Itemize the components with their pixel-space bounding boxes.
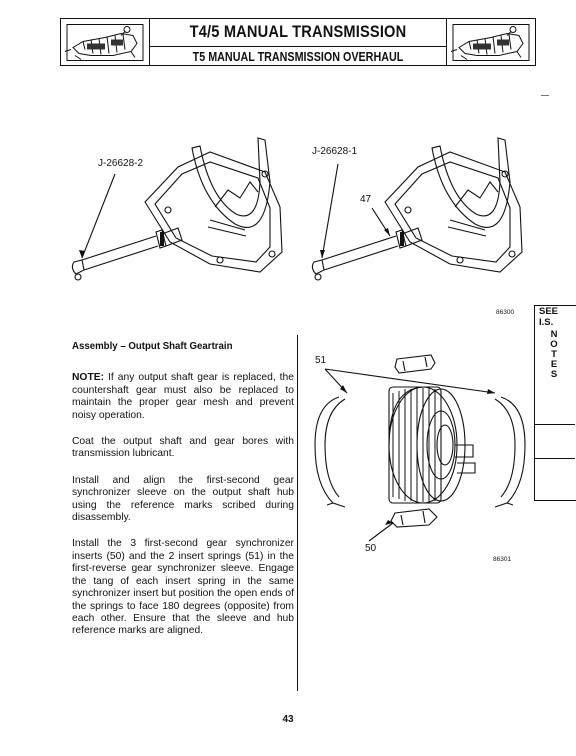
figure-id-bottom: 86301	[493, 556, 512, 563]
note-text: If any output shaft gear is replaced, th…	[72, 372, 294, 421]
page-title: T4/5 MANUAL TRANSMISSION	[189, 22, 407, 41]
figure-synchronizer-assembly: 51 50 86301	[305, 345, 533, 570]
header-box: T4/5 MANUAL TRANSMISSION T5 MANUAL TRANS…	[60, 18, 536, 66]
tab-divider	[535, 424, 575, 425]
tab-see-label: SEE	[539, 306, 559, 317]
paragraph-coat: Coat the output shaft and gear bores wit…	[72, 436, 294, 460]
figure-bottom-drawing	[314, 354, 526, 542]
label-part-51: 51	[315, 355, 327, 366]
label-part-50: 50	[365, 543, 377, 554]
label-part-47: 47	[360, 194, 372, 205]
transmission-illustration-icon	[61, 19, 150, 65]
see-is-notes-tab[interactable]: SEE I.S. N O T E S	[534, 305, 576, 501]
label-tool-j26628-1: J-26628-1	[312, 146, 358, 157]
page-subtitle: T5 MANUAL TRANSMISSION OVERHAUL	[192, 50, 404, 64]
tab-notes-label: N O T E S	[550, 329, 558, 380]
figure-id-top: 86300	[496, 309, 515, 316]
header-divider	[149, 46, 447, 47]
tab-is-label: I.S.	[539, 317, 554, 328]
section-title: Assembly – Output Shaft Geartrain	[72, 340, 233, 352]
page-number: 43	[282, 714, 294, 725]
note-paragraph: NOTE: If any output shaft gear is replac…	[72, 372, 294, 422]
corner-mark	[541, 95, 549, 96]
figure-output-shaft-tool: J-26628-2 J-26628-1 47 86300	[60, 112, 530, 316]
paragraph-install-inserts: Install the 3 first-second gear synchron…	[72, 538, 294, 637]
column-divider	[297, 335, 298, 691]
note-label: NOTE:	[72, 372, 105, 384]
transmission-illustration-icon	[446, 19, 535, 65]
paragraph-install-sleeve: Install and align the first-second gear …	[72, 474, 294, 524]
procedure-text: Assembly – Output Shaft Geartrain NOTE: …	[72, 340, 294, 652]
label-tool-j26628-2: J-26628-2	[98, 158, 144, 169]
tab-divider	[535, 458, 575, 459]
figure-top-drawing	[71, 137, 523, 281]
